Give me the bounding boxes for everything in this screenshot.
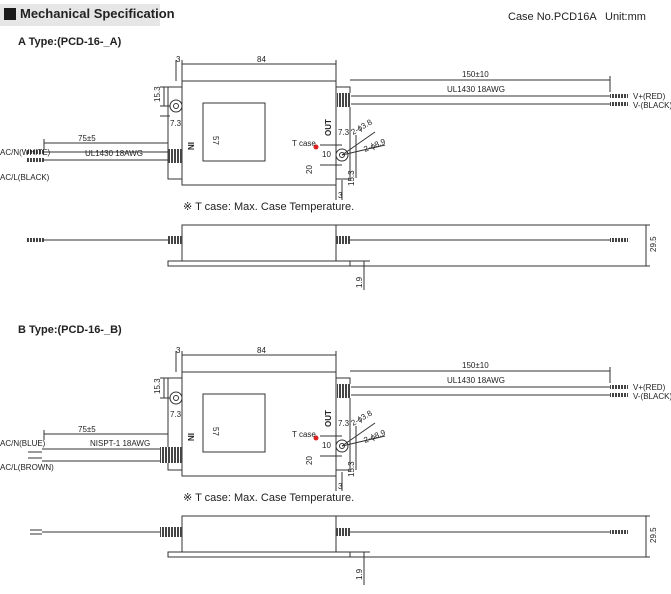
out-label-a: OUT <box>324 119 333 136</box>
dim-out153-a: 15.3 <box>347 170 356 186</box>
mount-hole-a <box>169 99 183 113</box>
type-b-label: B Type:(PCD-16-_B) <box>18 324 122 336</box>
out-cable-len-a: 150±10 <box>462 70 489 79</box>
title-square-icon <box>4 8 16 20</box>
in-cable-len-a: 75±5 <box>78 134 96 143</box>
wire-end-n <box>26 150 44 154</box>
dim-out20-a: 20 <box>305 165 314 174</box>
dim-edge-b: 3 <box>176 346 181 355</box>
type-b-side-view <box>30 515 650 585</box>
dim-out3-b: 3 <box>338 482 343 491</box>
right-flange-a <box>335 86 351 180</box>
in-cable-spec-a: UL1430 18AWG <box>85 149 143 158</box>
tcase-label-b: T case <box>292 430 316 439</box>
wire-end-black <box>610 102 628 106</box>
dim-out20-b: 20 <box>305 456 314 465</box>
tcase-label-a: T case <box>292 139 316 148</box>
in-n-b: AC/N(BLUE) <box>0 439 46 448</box>
dim-height-b: 57 <box>211 427 220 436</box>
out-neg-a: V-(BLACK) <box>633 101 671 110</box>
out-cable-spec-b: UL1430 18AWG <box>447 376 505 385</box>
side-height-b: 29.5 <box>649 527 658 543</box>
tcase-note-a: ※ T case: Max. Case Temperature. <box>183 201 355 213</box>
mount-hole-a2 <box>335 148 349 162</box>
dim-out73-a: 7.3 <box>338 128 350 137</box>
dim-hole-inner-b: 7.3 <box>170 410 182 419</box>
dim-out153-b: 15.3 <box>347 461 356 477</box>
hole-b-b: 2-ϕ8.9 <box>362 428 387 445</box>
out-pos-a: V+(RED) <box>633 92 666 101</box>
side-flange-a: 1.9 <box>355 276 364 288</box>
dim-height-a: 57 <box>211 136 220 145</box>
in-cable-spec-b: NISPT-1 18AWG <box>90 439 150 448</box>
out-label-b: OUT <box>324 410 333 427</box>
dim-out3-a: 3 <box>338 191 343 200</box>
case-number: Case No.PCD16A <box>508 11 597 23</box>
in-label-b: IN <box>186 433 195 441</box>
wire-end-l <box>26 158 44 162</box>
dim-width-b: 84 <box>257 346 266 355</box>
dim-top-hole-b: 15.3 <box>153 378 162 394</box>
side-flange-b: 1.9 <box>355 568 364 580</box>
in-label-a: IN <box>186 142 195 150</box>
type-b-top-view <box>28 351 628 491</box>
out-pos-b: V+(RED) <box>633 383 666 392</box>
in-n-a: AC/N(WHITE) <box>0 148 51 157</box>
in-l-a: AC/L(BLACK) <box>0 173 50 182</box>
dim-width-a: 84 <box>257 55 266 64</box>
hole-a-b: 2-ϕ3.8 <box>350 408 375 427</box>
tcase-point-a <box>313 144 319 150</box>
type-a-side-view <box>26 224 650 290</box>
type-a-top-view <box>26 60 628 200</box>
in-l-b: AC/L(BROWN) <box>0 463 54 472</box>
dim-out73-b: 7.3 <box>338 419 350 428</box>
out-neg-b: V-(BLACK) <box>633 392 671 401</box>
out-cable-len-b: 150±10 <box>462 361 489 370</box>
label-panel-a <box>202 102 266 162</box>
out-cable-spec-a: UL1430 18AWG <box>447 85 505 94</box>
dim-out10-a: 10 <box>322 150 331 159</box>
left-flange-a <box>167 86 183 180</box>
dim-out10-b: 10 <box>322 441 331 450</box>
wire-end-red <box>610 94 628 98</box>
type-a-label: A Type:(PCD-16-_A) <box>18 36 122 48</box>
side-height-a: 29.5 <box>649 236 658 252</box>
unit-label: Unit:mm <box>605 11 646 23</box>
hole-a-a: 2-ϕ3.8 <box>350 117 375 136</box>
dim-hole-inner-a: 7.3 <box>170 119 182 128</box>
title-bar <box>0 4 160 26</box>
hole-b-a: 2-ϕ8.9 <box>362 137 387 154</box>
tcase-note-b: ※ T case: Max. Case Temperature. <box>183 492 355 504</box>
tcase-point-b <box>313 435 319 441</box>
dim-edge-a: 3 <box>176 55 181 64</box>
page-title: Mechanical Specification <box>20 6 175 21</box>
dim-top-hole-a: 15.3 <box>153 86 162 102</box>
in-cable-len-b: 75±5 <box>78 425 96 434</box>
